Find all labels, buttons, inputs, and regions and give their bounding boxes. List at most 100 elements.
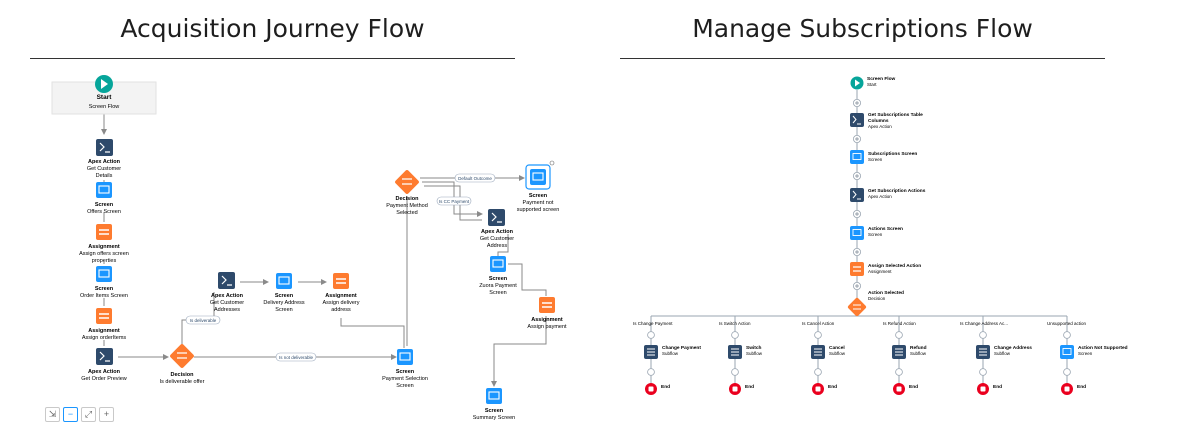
node-label: Get Order Preview — [81, 376, 127, 382]
assignment-node[interactable]: Assignment Assign orderItems — [82, 308, 127, 341]
node-label: Assign orderItems — [82, 335, 127, 341]
node-title: Change Payment — [662, 345, 701, 351]
node-label: Get Customer — [480, 236, 514, 242]
screen-icon — [852, 153, 862, 160]
add-element-icon[interactable] — [814, 368, 822, 376]
node-title: End — [661, 384, 670, 390]
node-title: Refund — [910, 345, 927, 351]
canvas-zoom-controls: ⇲ − ⤢ + — [45, 407, 114, 422]
node-label: Get Customer — [210, 300, 244, 306]
screen-icon — [488, 391, 500, 400]
screen-icon — [532, 172, 544, 181]
expand-icon[interactable]: ⤢ — [81, 407, 96, 422]
node-label: address — [331, 307, 351, 313]
title-divider — [30, 58, 515, 59]
screen-node[interactable]: Screen Zuora Payment Screen — [479, 256, 517, 296]
screen-node[interactable] — [1060, 345, 1074, 359]
add-element-icon[interactable] — [895, 368, 903, 376]
add-element-icon[interactable] — [814, 331, 822, 339]
node-title: Screen — [489, 276, 508, 282]
equals-icon — [99, 229, 109, 235]
apex-action-node[interactable]: Apex Action Get Customer Details — [87, 139, 121, 179]
node-label: Subflow — [662, 351, 679, 356]
node-title: Apex Action — [211, 293, 244, 299]
zoom-in-icon[interactable]: + — [99, 407, 114, 422]
apex-icon — [221, 275, 232, 286]
svg-text:Is CC Payment: Is CC Payment — [439, 199, 470, 204]
node-label: Address — [487, 243, 507, 249]
start-node[interactable]: Start Screen Flow — [51, 75, 157, 115]
screen-node-selected[interactable]: Screen Payment not supported screen — [517, 160, 560, 213]
zoom-out-icon[interactable]: − — [63, 407, 78, 422]
add-element-icon[interactable] — [979, 368, 987, 376]
node-title: Cancel — [829, 345, 845, 351]
flow-connectors — [101, 114, 547, 387]
screen-icon — [98, 269, 110, 278]
assignment-node[interactable]: Assign Selected Action Assignment — [850, 262, 921, 276]
apex-action-node[interactable]: Get Subscriptions Table Columns Apex Act… — [850, 112, 923, 129]
screen-node[interactable]: Screen Payment Selection Screen — [382, 349, 428, 389]
equals-icon — [336, 278, 346, 284]
node-label: Is deliverable offer — [160, 379, 205, 385]
equals-icon — [853, 266, 861, 272]
node-label: Payment not — [523, 200, 554, 206]
apex-action-node[interactable]: Get Subscription Actions Apex Action — [850, 188, 926, 202]
node-title: Assign Selected Action — [868, 263, 921, 269]
add-element-icon[interactable] — [647, 368, 655, 376]
screen-node[interactable]: Subscriptions Screen Screen — [850, 150, 917, 164]
screen-node[interactable]: Screen Summary Screen — [473, 388, 516, 421]
screen-node[interactable]: Screen Order Items Screen — [80, 266, 128, 299]
add-element-icon[interactable] — [647, 331, 655, 339]
node-label: Apex Action — [868, 194, 892, 199]
screen-icon — [852, 229, 862, 236]
decision-branch: Unsupported action Action Not Supported … — [1047, 321, 1128, 395]
node-label: Screen — [1078, 351, 1093, 356]
add-element-icon[interactable] — [895, 331, 903, 339]
decision-icon — [177, 352, 187, 359]
node-title: Change Address — [994, 345, 1032, 351]
node-label: Decision — [868, 296, 886, 301]
acquisition-flow-title: Acquisition Journey Flow — [120, 14, 425, 43]
branch-label: Is Cancel Action — [802, 321, 835, 326]
node-title: Screen Flow — [867, 76, 896, 82]
branch-label: Is Change Payment — [633, 321, 673, 326]
apex-action-node[interactable]: Apex Action Get Order Preview — [81, 348, 127, 382]
screen-icon — [399, 352, 411, 361]
plus-glyph — [855, 101, 859, 288]
node-title: Subscriptions Screen — [868, 151, 917, 157]
subflow-icon — [979, 348, 987, 356]
screen-node[interactable]: Screen Offers Screen — [87, 182, 121, 215]
screen-node[interactable]: Actions Screen Screen — [850, 226, 903, 240]
decision-node[interactable]: Decision Payment Method Selected — [386, 169, 428, 216]
node-title: Decision — [396, 196, 420, 202]
add-element-icon[interactable] — [731, 331, 739, 339]
node-title: Get Subscription Actions — [868, 188, 926, 194]
apex-action-node[interactable]: Apex Action Get Customer Address — [480, 209, 514, 249]
add-element-icon[interactable] — [1063, 331, 1071, 339]
node-menu-icon[interactable] — [549, 160, 555, 166]
add-element-icon[interactable] — [979, 331, 987, 339]
node-label: supported screen — [517, 207, 560, 213]
fit-view-icon[interactable]: ⇲ — [45, 407, 60, 422]
manage-subscriptions-title: Manage Subscriptions Flow — [692, 14, 1033, 43]
decision-node[interactable]: Decision Is deliverable offer — [160, 343, 205, 385]
assignment-node[interactable]: Assignment Assign payment — [527, 297, 567, 330]
apex-action-node[interactable]: Apex Action Get Customer Addresses — [210, 272, 244, 313]
assignment-node[interactable]: Assignment Assign delivery address — [323, 273, 360, 313]
decision-icon — [402, 178, 412, 185]
subflow-icon — [731, 348, 739, 356]
edge-label: Default Outcome — [454, 173, 496, 183]
screen-node[interactable]: Screen Delivery Address Screen — [263, 273, 305, 313]
svg-text:Is deliverable: Is deliverable — [190, 318, 217, 323]
add-element-icon[interactable] — [1063, 368, 1071, 376]
decision-icon — [853, 304, 861, 310]
edge-label: Is not deliverable — [275, 352, 317, 362]
assignment-node[interactable]: Assignment Assign offers screen properti… — [79, 224, 129, 264]
start-node[interactable]: Screen Flow Start — [850, 76, 896, 90]
branch-label: Is Switch Action — [719, 321, 751, 326]
node-label: Screen — [396, 383, 413, 389]
add-element-icon[interactable] — [731, 368, 739, 376]
decision-node[interactable]: Action Selected Decision — [847, 290, 904, 317]
decision-branch: Is Switch Action Switch Subflow End — [719, 321, 763, 395]
subflow-icon — [647, 348, 655, 356]
